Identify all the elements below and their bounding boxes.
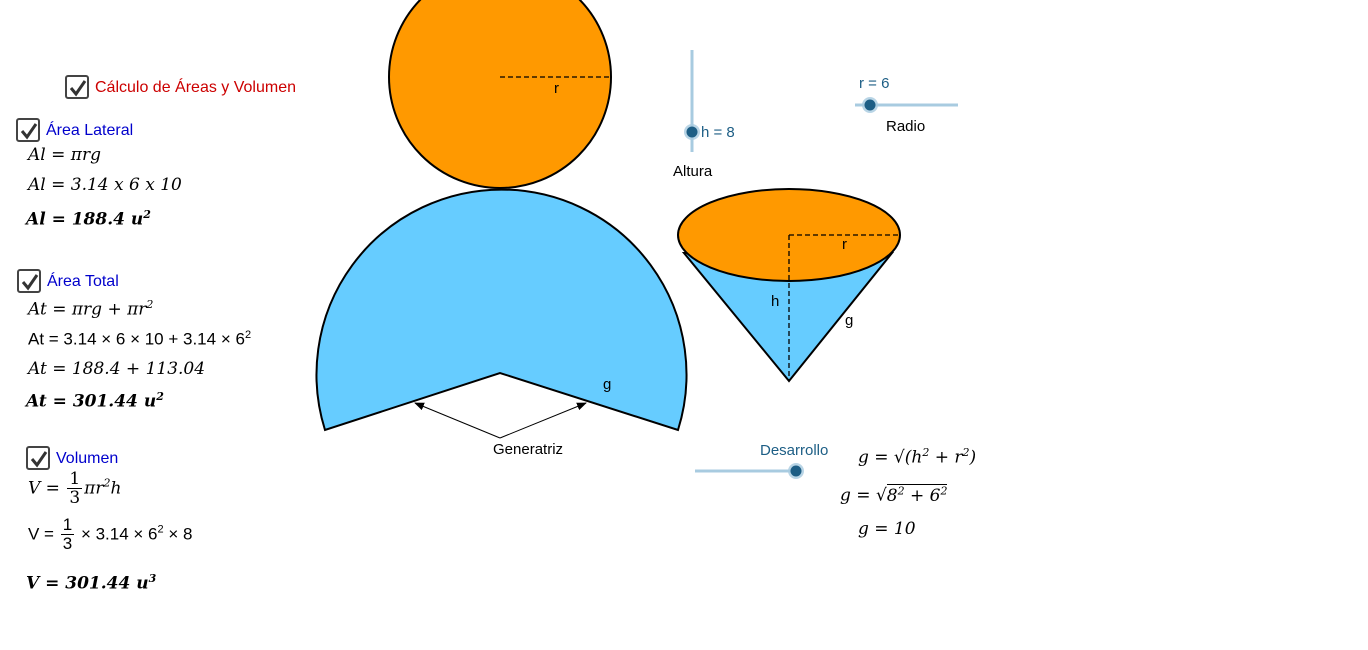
- radius-slider-knob[interactable]: [862, 97, 878, 113]
- volume-sub-rhs-b: × 8: [168, 524, 193, 544]
- total-result-value: At = 301.44: [26, 391, 138, 412]
- volume-sub-fraction: 1 3: [60, 515, 75, 553]
- height-slider-knob[interactable]: [684, 124, 700, 140]
- lateral-result-exp: 2: [143, 208, 151, 221]
- volume-fraction: 1 3: [67, 469, 83, 508]
- cone-generatrix-label: g: [845, 312, 854, 329]
- total-result-exp: 2: [156, 390, 164, 403]
- radius-slider-label: r = 6: [859, 75, 890, 92]
- total-substitution-exp: 2: [244, 329, 252, 341]
- generatriz-label: Generatriz: [493, 441, 564, 458]
- total-formula: At = πrg + πr2: [28, 298, 153, 320]
- volume-formula-rhs: πr: [84, 478, 104, 499]
- lateral-formula: Al = πrg: [28, 145, 101, 165]
- generatrix-formula-3: g = 10: [858, 519, 916, 539]
- volume-formula: V = 1 3 πr2h: [28, 470, 121, 507]
- gen-f1-e2: 2: [962, 446, 970, 459]
- total-substitution: At = 3.14 × 6 × 10 + 3.14 × 62: [28, 329, 251, 350]
- volume-sub-fraction-num: 1: [60, 515, 75, 535]
- volume-fraction-den: 3: [69, 488, 81, 508]
- gen-f1-a: g = √(h: [858, 447, 923, 468]
- check-icon: [69, 80, 87, 97]
- circle-radius-label: r: [554, 80, 559, 97]
- lateral-result-value: Al = 188.4: [26, 209, 125, 230]
- gen-f2-e2: 2: [940, 484, 948, 497]
- header-checkbox[interactable]: [65, 75, 89, 99]
- volume-substitution: V = 1 3 × 3.14 × 62 × 8: [28, 516, 192, 553]
- volume-sub-lhs: V =: [28, 524, 54, 544]
- volume-result-unit: u: [136, 573, 149, 594]
- volume-fraction-num: 1: [67, 469, 83, 489]
- volume-sub-fraction-den: 3: [62, 534, 73, 553]
- volume-checkbox[interactable]: [26, 446, 50, 470]
- check-icon: [20, 123, 38, 140]
- lateral-result: Al = 188.4 u2: [26, 208, 151, 230]
- lateral-substitution: Al = 3.14 x 6 x 10: [28, 175, 182, 195]
- total-partial: At = 188.4 + 113.04: [28, 359, 206, 379]
- lateral-sector: [315, 188, 688, 432]
- gen-f1-c: ): [969, 447, 977, 468]
- generatrix-formula-1: g = √(h2 + r2): [858, 446, 976, 468]
- gen-f2-a: g =: [840, 485, 876, 506]
- total-result: At = 301.44 u2: [26, 390, 164, 412]
- volume-result-exp: 3: [148, 572, 157, 585]
- volume-formula-exp: 2: [103, 476, 111, 490]
- volume-result: V = 301.44 u3: [26, 572, 156, 594]
- volume-formula-h: h: [110, 478, 122, 499]
- unfold-slider-label: Desarrollo: [760, 442, 829, 459]
- generatrix-arrow-right: [499, 402, 587, 439]
- lateral-result-unit: u: [130, 209, 144, 230]
- gen-f2-ra: 8: [886, 485, 898, 506]
- radius-slider-caption: Radio: [886, 118, 926, 135]
- cone-radius-label: r: [842, 236, 847, 253]
- gen-f1-e1: 2: [922, 446, 930, 459]
- generatrix-formula-2: g = √82 + 62: [840, 483, 948, 506]
- volume-sub-rhs: × 3.14 × 6: [80, 524, 158, 544]
- header-label[interactable]: Cálculo de Áreas y Volumen: [95, 79, 296, 96]
- gen-f1-b: + r: [929, 447, 963, 468]
- height-slider-caption: Altura: [673, 163, 713, 180]
- gen-f2-e1: 2: [897, 484, 905, 497]
- sector-generatrix-label: g: [603, 376, 612, 393]
- generatrix-arrow-left: [414, 402, 501, 439]
- base-circle: [388, 0, 612, 189]
- lateral-area-checkbox[interactable]: [16, 118, 40, 142]
- total-substitution-text: At = 3.14 × 6 × 10 + 3.14 × 6: [28, 329, 245, 349]
- volume-label[interactable]: Volumen: [56, 450, 119, 467]
- volume-result-value: V = 301.44: [26, 573, 131, 594]
- total-area-label[interactable]: Área Total: [47, 273, 119, 290]
- check-icon: [21, 274, 39, 291]
- total-area-checkbox[interactable]: [17, 269, 41, 293]
- cone-height-label: h: [771, 293, 780, 310]
- sqrt-icon: √: [875, 485, 887, 506]
- total-result-unit: u: [143, 391, 157, 412]
- total-formula-text: At = πrg + πr: [28, 299, 147, 320]
- height-slider-label: h = 8: [701, 124, 735, 141]
- check-icon: [30, 451, 48, 468]
- volume-formula-lhs: V =: [28, 478, 60, 499]
- total-formula-exp: 2: [146, 298, 154, 311]
- lateral-area-label[interactable]: Área Lateral: [46, 122, 134, 139]
- gen-f2-radicand: 82 + 62: [886, 483, 948, 506]
- unfold-slider-knob[interactable]: [788, 463, 804, 479]
- gen-f2-rb: + 6: [904, 485, 941, 506]
- volume-sub-exp: 2: [157, 523, 164, 536]
